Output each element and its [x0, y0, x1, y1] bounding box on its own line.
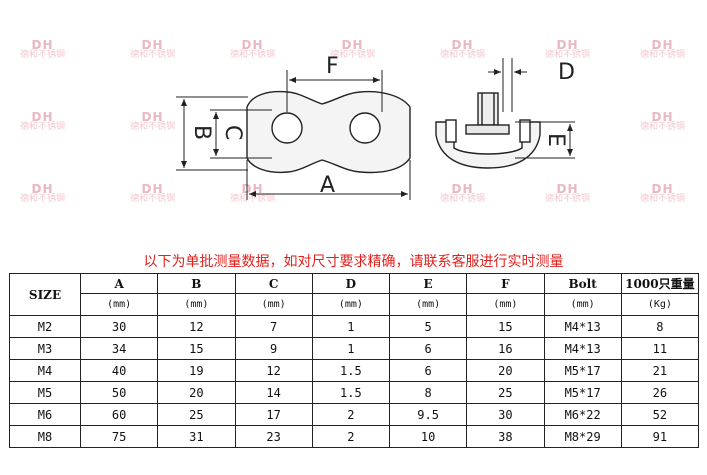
- cell-f: 38: [466, 425, 545, 448]
- cell-bolt: M4*13: [543, 337, 622, 360]
- cell-d: 2: [311, 425, 391, 448]
- cell-bolt: M6*22: [543, 403, 622, 426]
- cell-e: 5: [388, 315, 468, 338]
- column-header-d: D: [311, 273, 391, 294]
- cell-weight: 8: [620, 315, 700, 338]
- cell-bolt: M5*17: [543, 381, 622, 404]
- dim-label-A: A: [320, 173, 335, 198]
- cell-d: 2: [311, 403, 391, 426]
- cell-size: M4: [9, 359, 81, 382]
- cell-b: 19: [157, 359, 236, 382]
- unit-bolt: (mm): [543, 293, 622, 316]
- measurement-notice: 以下为单批测量数据，如对尺寸要求精确，请联系客服进行实时测量: [143, 254, 564, 270]
- column-header-a: A: [79, 273, 159, 294]
- cell-f: 16: [466, 337, 545, 360]
- column-header-b: B: [157, 273, 236, 294]
- cell-f: 25: [466, 381, 545, 404]
- unit-c: (mm): [234, 293, 313, 316]
- cell-a: 60: [79, 403, 159, 426]
- column-header-size: SIZE: [9, 273, 81, 316]
- column-header-f: F: [466, 273, 545, 294]
- cell-d: 1.5: [311, 359, 391, 382]
- clamp-technical-drawing: F B C A D E: [176, 54, 575, 200]
- column-header-weight: 1000只重量: [620, 273, 700, 294]
- cell-weight: 26: [620, 381, 700, 404]
- cell-a: 50: [79, 381, 159, 404]
- unit-a: (mm): [79, 293, 159, 316]
- cell-b: 25: [157, 403, 236, 426]
- cell-weight: 52: [620, 403, 700, 426]
- cell-weight: 91: [620, 425, 700, 448]
- column-header-c: C: [234, 273, 313, 294]
- cell-f: 20: [466, 359, 545, 382]
- dimension-C: [210, 109, 272, 159]
- cell-size: M8: [9, 425, 81, 448]
- cell-d: 1.5: [311, 381, 391, 404]
- cell-c: 23: [234, 425, 313, 448]
- cell-b: 12: [157, 315, 236, 338]
- cell-b: 31: [157, 425, 236, 448]
- column-header-bolt: Bolt: [543, 273, 622, 294]
- cell-d: 1: [311, 337, 391, 360]
- cell-size: M2: [9, 315, 81, 338]
- cell-a: 30: [79, 315, 159, 338]
- cell-e: 10: [388, 425, 468, 448]
- cell-f: 30: [466, 403, 545, 426]
- cell-size: M5: [9, 381, 81, 404]
- dimension-E: [515, 121, 575, 159]
- cell-c: 17: [234, 403, 313, 426]
- cell-weight: 21: [620, 359, 700, 382]
- cell-c: 7: [234, 315, 313, 338]
- clamp-side-view: [435, 92, 541, 169]
- unit-e: (mm): [388, 293, 468, 316]
- cell-b: 20: [157, 381, 236, 404]
- spec-table: SIZE A B C D E F Bolt 1000只重量 (mm) (mm) …: [9, 273, 700, 448]
- cell-f: 15: [466, 315, 545, 338]
- dim-label-C: C: [220, 125, 245, 140]
- cell-c: 9: [234, 337, 313, 360]
- unit-f: (mm): [466, 293, 545, 316]
- cell-e: 8: [388, 381, 468, 404]
- dimension-B: [176, 96, 248, 171]
- cell-a: 40: [79, 359, 159, 382]
- dim-label-D: D: [558, 60, 575, 85]
- cell-e: 9.5: [388, 403, 468, 426]
- table-header-row: SIZE A B C D E F Bolt 1000只重量: [9, 273, 700, 316]
- unit-d: (mm): [311, 293, 391, 316]
- cell-a: 75: [79, 425, 159, 448]
- dim-label-F: F: [326, 54, 339, 79]
- dim-label-B: B: [189, 125, 214, 140]
- cell-c: 14: [234, 381, 313, 404]
- cell-e: 6: [388, 337, 468, 360]
- units-row: (mm) (mm) (mm) (mm) (mm) (mm) (mm) (Kg): [10, 293, 700, 316]
- dim-label-E: E: [543, 133, 568, 147]
- dimension-A: [246, 160, 411, 200]
- column-header-e: E: [388, 273, 468, 294]
- unit-weight: (Kg): [620, 293, 700, 316]
- dimension-D: [488, 58, 527, 112]
- cell-bolt: M4*13: [543, 315, 622, 338]
- clamp-front-view: [246, 90, 411, 174]
- cell-bolt: M8*29: [543, 425, 622, 448]
- cell-d: 1: [311, 315, 391, 338]
- cell-a: 34: [79, 337, 159, 360]
- cell-bolt: M5*17: [543, 359, 622, 382]
- cell-c: 12: [234, 359, 313, 382]
- cell-weight: 11: [620, 337, 700, 360]
- cell-size: M3: [9, 337, 81, 360]
- unit-b: (mm): [157, 293, 236, 316]
- cell-b: 15: [157, 337, 236, 360]
- dimension-F: [286, 70, 383, 112]
- cell-size: M6: [9, 403, 81, 426]
- cell-e: 6: [388, 359, 468, 382]
